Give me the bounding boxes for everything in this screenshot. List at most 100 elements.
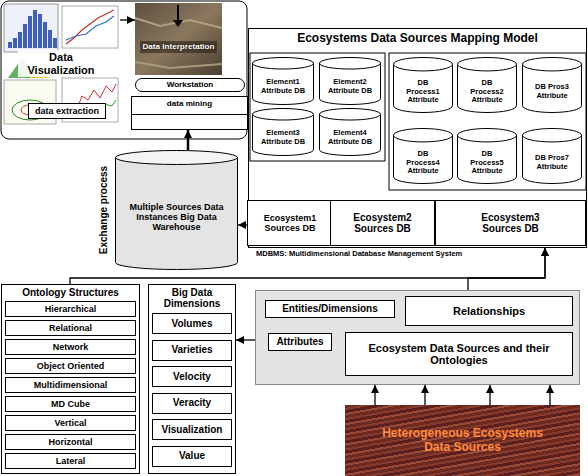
histogram-bars — [8, 10, 57, 48]
group-frame — [389, 53, 586, 190]
rock-stratum — [135, 62, 222, 68]
dimensions-panel: Big Data DimensionsVolumesVarietiesVeloc… — [148, 284, 236, 474]
connector — [424, 385, 425, 405]
node-text: Multidimensional — [34, 380, 108, 390]
cylinder-top — [253, 109, 314, 121]
rock-photo — [135, 3, 222, 75]
source-image: Heterogeneous Ecosystems Data Sources — [345, 405, 580, 476]
node-text: Data Visualization — [18, 50, 104, 77]
node-text: Multiple Sources Data Instances Big Data… — [127, 202, 227, 232]
list-item: MD Cube — [5, 396, 136, 412]
node-text: Attributes — [276, 336, 323, 347]
node-text: DB Pros7 Attribute — [529, 154, 575, 171]
connector — [236, 339, 255, 340]
cylinder-body — [116, 157, 238, 269]
flow-arrowhead — [173, 20, 183, 27]
list-item: Visualization — [152, 419, 232, 440]
database-cylinder: Element2 Attribute DB — [319, 57, 381, 105]
list-item: Volumes — [152, 313, 232, 334]
node-text: Veracity — [173, 397, 211, 408]
list-item: Velocity — [152, 366, 232, 387]
warehouse-cylinder: Multiple Sources Data Instances Big Data… — [115, 150, 238, 270]
node-text: Big Data Dimensions — [149, 285, 235, 309]
list-item: Varieties — [152, 340, 232, 361]
entity-box: Ecosystem Data Sources and their Ontolog… — [345, 332, 573, 376]
annotation: MDBMS: Multidimensional Database Managem… — [256, 250, 462, 258]
node-text: Data Interpretation — [140, 41, 218, 52]
cylinder-top — [458, 129, 517, 142]
list-item: Multidimensional — [5, 377, 136, 393]
flow-arrow — [177, 5, 179, 21]
database-cylinder: DB Process4 Attribute — [393, 128, 453, 184]
node-text: Vertical — [54, 418, 86, 428]
workstation-panel — [1, 1, 247, 139]
cylinder-top — [523, 129, 582, 142]
connector — [120, 19, 135, 20]
sources-box: Ecosystem2 Sources DB — [330, 200, 435, 246]
chart-panel: Data Visualization data extraction — [2, 2, 120, 125]
node-text: Relationships — [453, 305, 525, 317]
entity-box: Entities/Dimensions — [265, 300, 395, 318]
node-text: DB Process5 Attribute — [464, 150, 510, 175]
node-text: data mining — [132, 97, 247, 108]
database-cylinder: Element1 Attribute DB — [252, 57, 314, 105]
cylinder-top — [523, 58, 582, 71]
connector — [374, 385, 375, 405]
annotation-box: Exchange process — [98, 155, 110, 265]
database-cylinder: DB Pros3 Attribute — [522, 57, 582, 113]
node-text: Relational — [49, 323, 92, 333]
image-box: Data Interpretation — [135, 3, 222, 75]
label-box: data extraction — [28, 103, 106, 119]
node-text: Volumes — [172, 318, 213, 329]
node-text: Visualization — [162, 424, 223, 435]
cylinder-top — [458, 58, 517, 71]
node-text: Ecosystem2 Sources DB — [343, 212, 423, 234]
node-text: Velocity — [173, 371, 211, 382]
connector — [489, 385, 490, 405]
node-text: DB Process4 Attribute — [400, 150, 446, 175]
node-text: Varieties — [171, 344, 212, 355]
list-item: Veracity — [152, 393, 232, 414]
list-item: Object Oriented — [5, 358, 136, 374]
connector — [187, 130, 190, 150]
ontology-panel: Ontology StructuresHierarchicalRelationa… — [1, 284, 140, 474]
node-text: Lateral — [56, 456, 86, 466]
list-item: Value — [152, 446, 232, 467]
node-text: Element3 Attribute DB — [260, 129, 306, 146]
database-cylinder: DB Process5 Attribute — [457, 128, 517, 184]
entity-box: Relationships — [405, 296, 573, 326]
cylinder-top — [394, 129, 453, 142]
entity-panel: Entities/Dimensions RelationshipsAttribut… — [255, 290, 580, 385]
connector — [468, 248, 545, 290]
node-text: Heterogeneous Ecosystems Data Sources — [378, 427, 548, 454]
database-cylinder: DB Process2 Attribute — [457, 57, 517, 113]
node-text: Network — [53, 342, 89, 352]
divider — [132, 114, 247, 115]
database-cylinder: DB Process1 Attribute — [393, 57, 453, 113]
plot-line — [66, 10, 114, 44]
plot-line — [66, 16, 114, 40]
histogram-frame — [4, 4, 58, 52]
node-text: DB Pros3 Attribute — [529, 83, 575, 100]
connector — [549, 385, 550, 405]
node-text: Object Oriented — [37, 361, 105, 371]
node-text: Hierarchical — [45, 304, 97, 314]
list-item: Horizontal — [5, 434, 136, 450]
database-cylinder: Element4 Attribute DB — [319, 108, 381, 156]
node-text: DB Process2 Attribute — [464, 79, 510, 104]
node-text: Element2 Attribute DB — [327, 78, 373, 95]
node-text: Ontology Structures — [2, 285, 139, 298]
annotation: Exchange process — [98, 166, 109, 254]
database-cylinder: DB Pros7 Attribute — [522, 128, 582, 184]
node-text: Value — [179, 450, 205, 461]
list-item: Relational — [5, 320, 136, 336]
node-text: MD Cube — [51, 399, 90, 409]
node-text: Ecosystem1 Sources DB — [250, 213, 330, 233]
node-text: data extraction — [35, 106, 99, 116]
cylinder-top — [394, 58, 453, 71]
connector — [238, 224, 247, 225]
list-item: Vertical — [5, 415, 136, 431]
group-frame — [250, 53, 385, 161]
node-text: DB Process1 Attribute — [400, 79, 446, 104]
list-item: Lateral — [5, 453, 136, 469]
